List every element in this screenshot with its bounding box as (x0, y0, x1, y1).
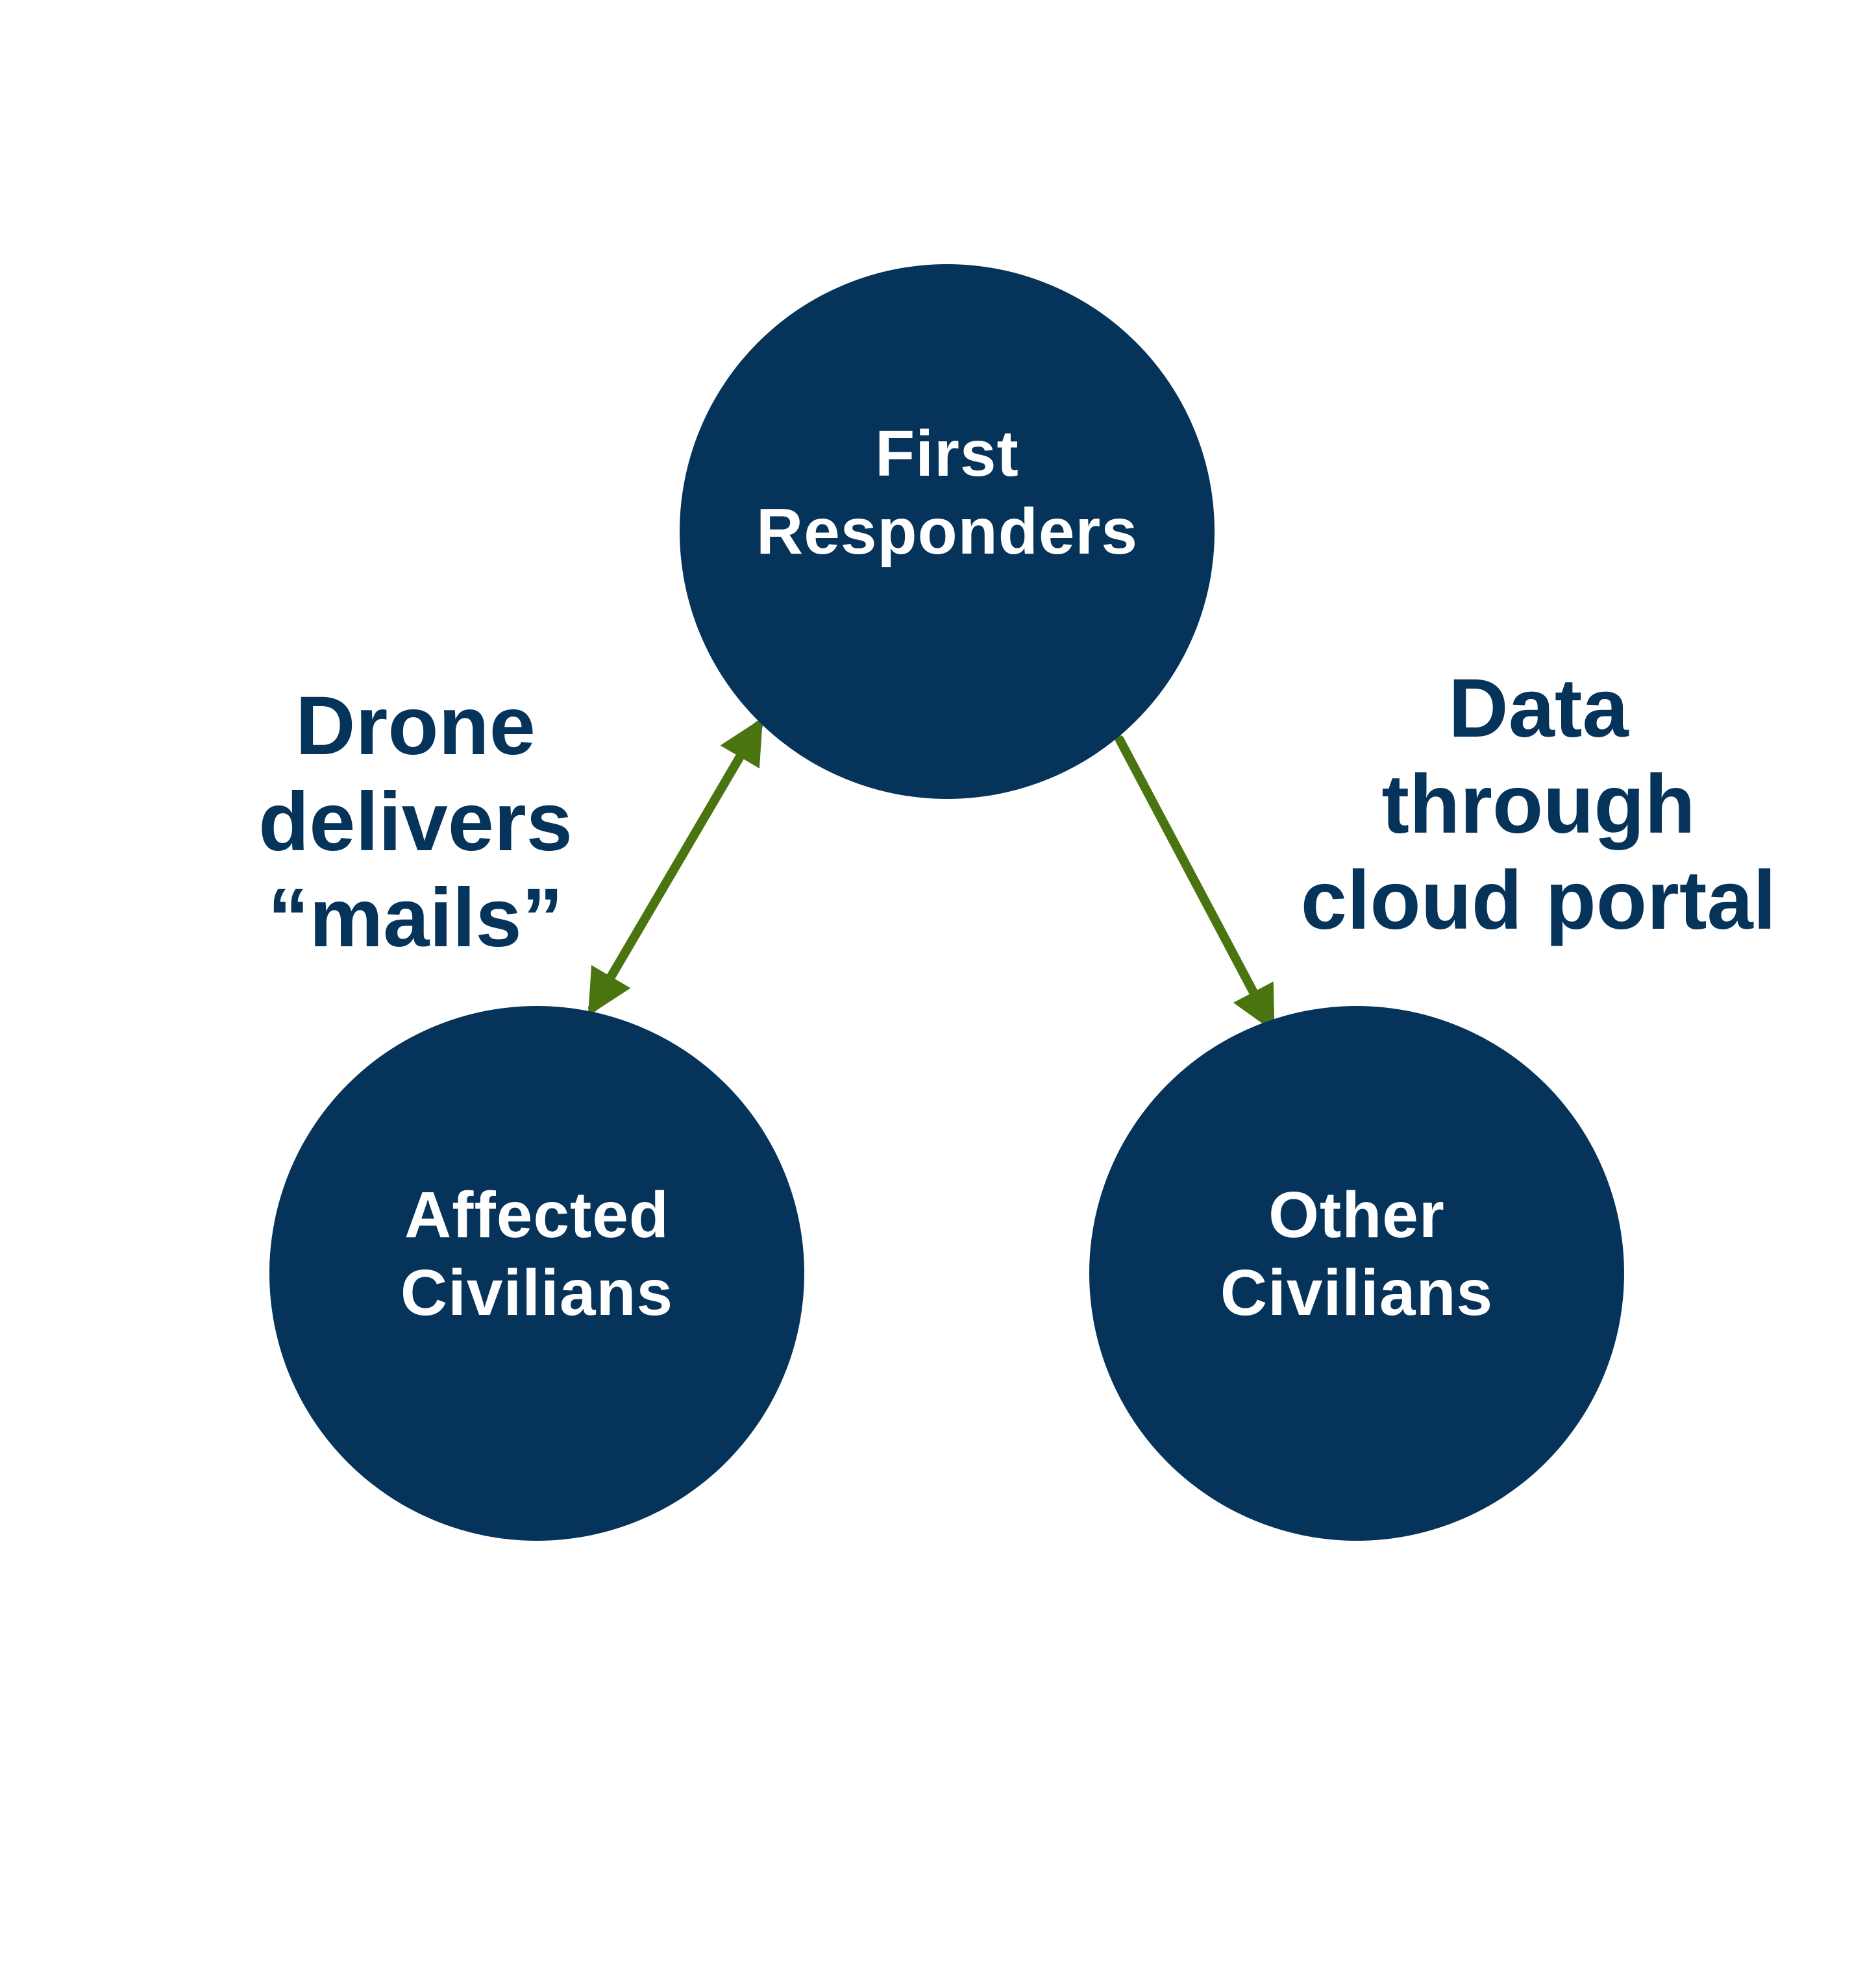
drone-label-line-1: Drone (295, 680, 536, 772)
drone-label-line-2: delivers (258, 776, 573, 868)
other-civilians-label-line-2: Civilians (1220, 1257, 1494, 1329)
affected-civilians-label-line-2: Civilians (400, 1257, 674, 1329)
drone-arrow (587, 717, 763, 1016)
affected-civilians-node: Affected Civilians (269, 1006, 804, 1541)
data-label-line-3: cloud portal (1300, 854, 1777, 947)
first-responders-node: First Responders (680, 264, 1215, 799)
first-responders-label-line-2: Responders (756, 495, 1138, 568)
other-civilians-label-line-1: Other (1268, 1179, 1445, 1251)
drone-label-line-3: “mails” (267, 872, 563, 964)
data-arrow (1115, 735, 1275, 1033)
first-responders-label-line-1: First (875, 417, 1019, 490)
data-label-line-1: Data (1448, 662, 1629, 755)
other-civilians-node: Other Civilians (1089, 1006, 1624, 1541)
data-label-line-2: through (1381, 758, 1696, 851)
affected-civilians-label-line-1: Affected (404, 1179, 670, 1251)
data-edge-label: Data through cloud portal (1272, 661, 1805, 949)
drone-edge-label: Drone delivers “mails” (221, 678, 610, 966)
